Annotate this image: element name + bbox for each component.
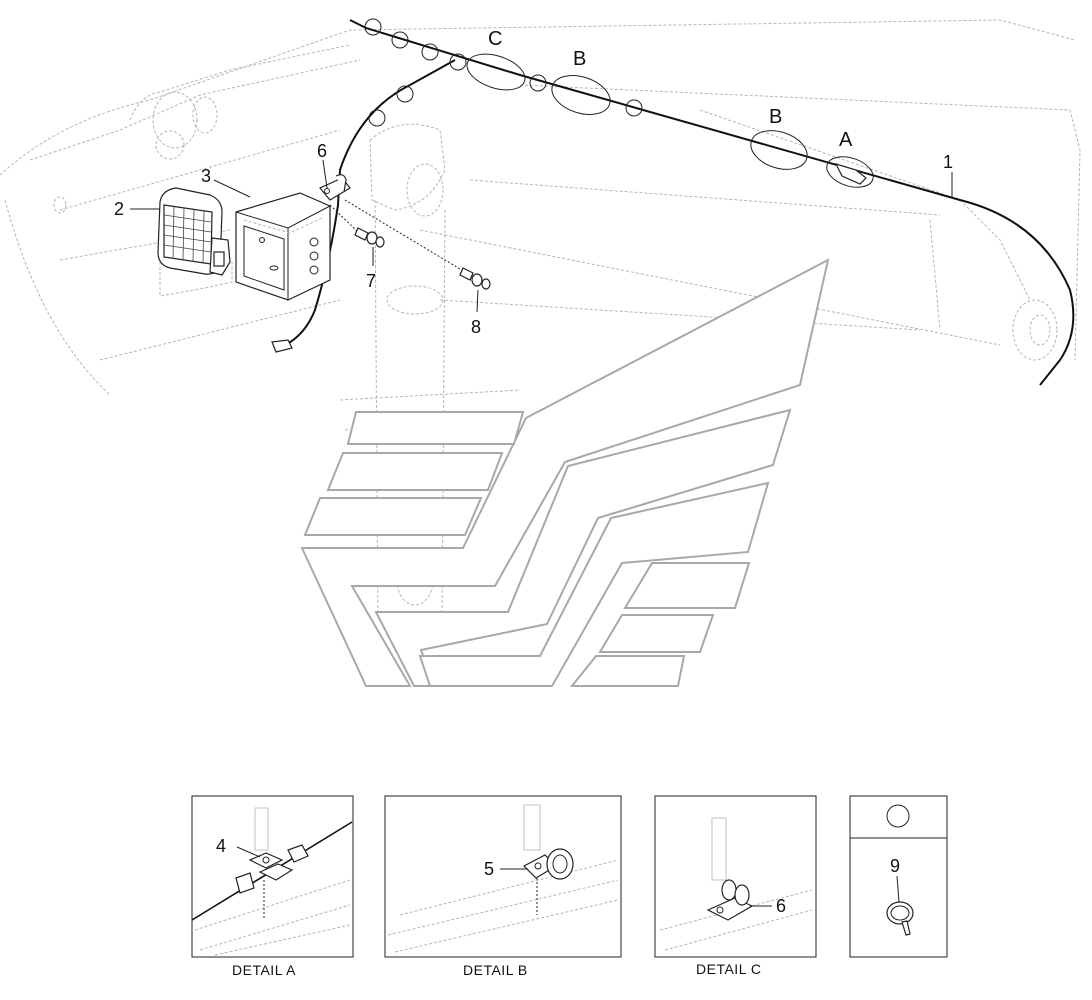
- clamp-icon: [364, 18, 382, 36]
- detail-b-caption: DETAIL B: [463, 962, 528, 978]
- clamp-icon: [449, 53, 467, 71]
- callout-4: 4: [216, 836, 226, 856]
- callout-leaders: [130, 159, 953, 313]
- bolt-item-8: [344, 199, 491, 290]
- bolt-item-7: [329, 204, 385, 248]
- callout-6: 6: [317, 141, 327, 161]
- detail-a-marker: [826, 156, 874, 188]
- detail-a-caption: DETAIL A: [232, 962, 296, 978]
- callout-6-detail: 6: [776, 896, 786, 916]
- clamp-icon: [368, 109, 386, 127]
- callout-5: 5: [484, 859, 494, 879]
- detail-marker-c: C: [488, 28, 502, 50]
- clamp-icon: [421, 43, 439, 61]
- detail-marker-b: B: [769, 106, 782, 128]
- callout-1: 1: [943, 152, 953, 172]
- boom-ghost-outline: [0, 19, 1081, 621]
- connector-icon: [834, 163, 867, 185]
- clamp-icon: [391, 31, 409, 49]
- detail-c-panel: 6: [654, 795, 817, 958]
- clamp-icon: [529, 74, 547, 92]
- detail-marker-ellipses: [466, 53, 874, 188]
- callout-8: 8: [471, 317, 481, 337]
- clamp-icon: [625, 99, 643, 117]
- callout-7: 7: [366, 271, 376, 291]
- symbol-circle-icon: [886, 804, 910, 828]
- detail-c-marker: [466, 53, 526, 91]
- band-clamp-icon: [886, 901, 914, 925]
- wire-harness: [284, 19, 1075, 386]
- detail-marker-a: A: [839, 129, 853, 151]
- harness-clamps: [364, 18, 643, 127]
- detail-b-marker: [551, 75, 611, 115]
- callout-3: 3: [201, 166, 211, 186]
- detail-b-marker: [750, 130, 808, 170]
- detail-marker-b: B: [573, 48, 586, 70]
- detail-c-caption: DETAIL C: [696, 961, 761, 977]
- watermark-logo: [300, 258, 830, 687]
- callout-9: 9: [890, 856, 900, 876]
- part-9-panel: 9: [849, 795, 948, 958]
- detail-b-panel: 5: [384, 795, 622, 958]
- mount-bracket: [319, 174, 351, 201]
- clamp-icon: [396, 85, 414, 103]
- work-lamp: [157, 187, 233, 297]
- callout-2: 2: [114, 199, 124, 219]
- harness-plug-icon: [271, 339, 293, 353]
- detail-a-panel: 4: [191, 795, 354, 958]
- lamp-guard: [235, 192, 331, 301]
